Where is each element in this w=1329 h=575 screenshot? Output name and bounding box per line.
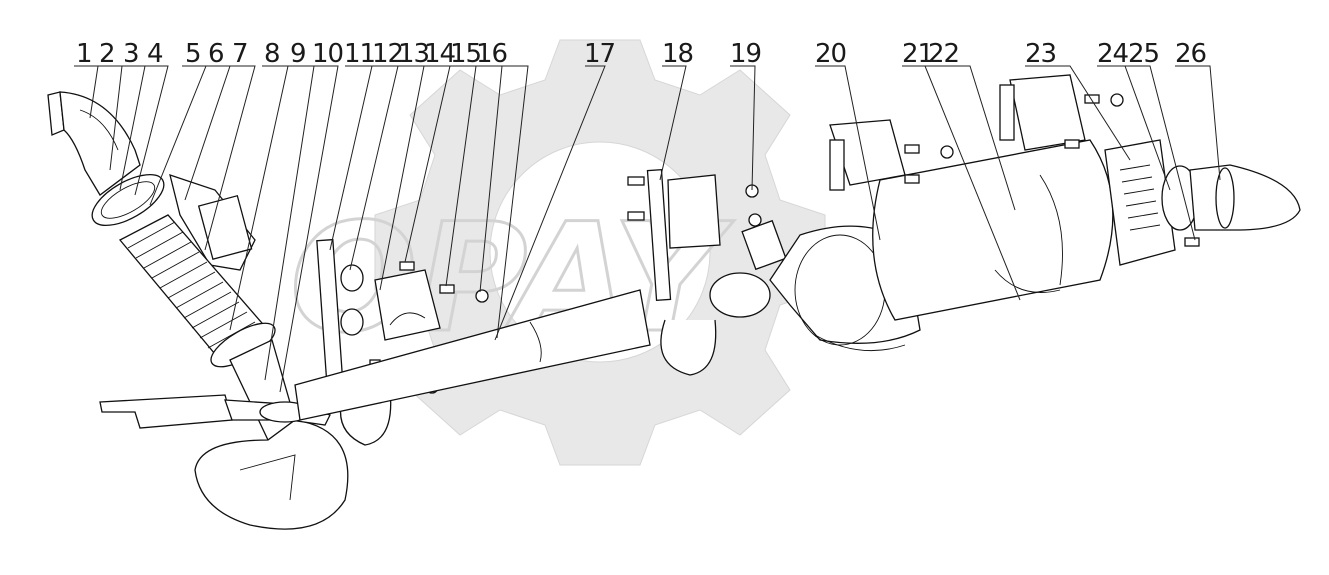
callout-24: 24 xyxy=(1097,39,1129,69)
callout-numbers: 1 2 3 4 5 6 7 8 9 10 11 12 13 14 15 16 1… xyxy=(76,39,1207,69)
callout-13: 13 xyxy=(398,39,429,69)
bolt-14 xyxy=(399,261,415,271)
callout-26: 26 xyxy=(1175,39,1206,69)
lower-bracket xyxy=(99,394,233,429)
callout-23: 23 xyxy=(1025,39,1056,69)
callout-17: 17 xyxy=(584,39,615,69)
muffler-body xyxy=(872,139,1114,321)
rubber-isolator-lower xyxy=(340,308,364,336)
callout-19: 19 xyxy=(730,39,761,69)
mount-plate-18 xyxy=(646,168,672,302)
pipe-clamp-strap-2 xyxy=(660,319,717,376)
support-bracket-13 xyxy=(374,269,441,341)
callout-21: 21 xyxy=(902,39,933,69)
heat-shield xyxy=(1104,139,1176,266)
callout-14: 14 xyxy=(424,39,456,69)
callout-22: 22 xyxy=(928,39,959,69)
callout-4: 4 xyxy=(147,39,163,69)
leader-lines xyxy=(74,65,1221,393)
inlet-elbow xyxy=(59,91,141,196)
rubber-isolator-upper xyxy=(340,264,364,292)
callout-9: 9 xyxy=(290,39,306,69)
callout-2: 2 xyxy=(99,39,115,69)
down-pipe xyxy=(229,339,296,441)
sensor-19 xyxy=(741,219,787,271)
callout-11: 11 xyxy=(344,39,375,69)
callout-1: 1 xyxy=(76,39,92,69)
support-bracket-18 xyxy=(667,174,721,249)
callout-12: 12 xyxy=(372,39,403,69)
callout-6: 6 xyxy=(208,39,224,69)
callout-10: 10 xyxy=(312,39,343,69)
callout-7: 7 xyxy=(232,39,248,69)
lower-elbow xyxy=(194,419,349,530)
upper-bracket-2 xyxy=(1009,74,1086,151)
intermediate-pipe xyxy=(294,289,651,421)
v-clamp-ring xyxy=(91,173,165,227)
callout-25: 25 xyxy=(1128,39,1159,69)
callout-20: 20 xyxy=(815,39,846,69)
callout-15: 15 xyxy=(450,39,481,69)
callout-5: 5 xyxy=(185,39,201,69)
bolt-15 xyxy=(439,284,455,294)
callout-18: 18 xyxy=(662,39,693,69)
tail-pipe xyxy=(1189,164,1301,231)
nut-16 xyxy=(475,289,489,303)
callout-8: 8 xyxy=(264,39,280,69)
callout-3: 3 xyxy=(123,39,139,69)
callout-16: 16 xyxy=(476,39,507,69)
exhaust-parts xyxy=(47,74,1301,530)
